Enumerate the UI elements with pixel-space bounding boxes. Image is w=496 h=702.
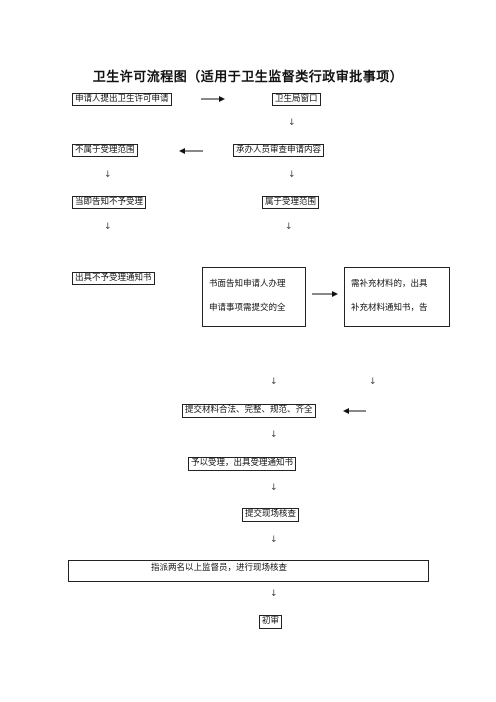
- page-title: 卫生许可流程图（适用于卫生监督类行政审批事项）: [92, 70, 404, 85]
- arrow-down-icon: ↓: [270, 483, 278, 493]
- arrow-down-icon: ↓: [369, 377, 377, 387]
- node-onsite-submit: 提交现场核查: [242, 508, 300, 522]
- node-inform: 书面告知申请人办理 申请事项需提交的全: [202, 267, 306, 327]
- node-applicant: 申请人提出卫生许可申请: [72, 93, 172, 106]
- node-inform-line2: 申请事项需提交的全: [209, 303, 286, 313]
- node-assign: 指派两名以上监督员，进行现场核查: [68, 560, 429, 582]
- node-initial-review: 初审: [259, 615, 283, 629]
- node-supplement: 需补充材料的，出具 补充材料通知书，告: [344, 267, 450, 327]
- node-notify-reject: 当即告知不予受理: [72, 196, 147, 209]
- node-assign-label: 指派两名以上监督员，进行现场核查: [151, 563, 288, 573]
- node-in-scope: 属于受理范围: [262, 196, 320, 209]
- arrow-down-icon: ↓: [288, 170, 296, 180]
- node-supplement-line2: 补充材料通知书，告: [351, 303, 428, 313]
- node-not-in-scope: 不属于受理范围: [72, 144, 138, 157]
- arrow-down-icon: ↓: [270, 535, 278, 545]
- arrow-down-icon: ↓: [270, 377, 278, 387]
- node-review: 承办人员审查申请内容: [233, 144, 325, 157]
- node-materials-ok: 提交材料合法、完整、规范、齐全: [182, 404, 316, 418]
- arrow-down-icon: ↓: [270, 430, 278, 440]
- node-inform-line1: 书面告知申请人办理: [209, 279, 286, 289]
- arrow-down-icon: ↓: [288, 118, 296, 128]
- arrow-down-icon: ↓: [285, 222, 293, 232]
- arrow-down-icon: ↓: [104, 222, 112, 232]
- node-window: 卫生局窗口: [272, 93, 321, 106]
- node-reject-notice: 出具不予受理通知书: [72, 272, 155, 285]
- node-accept-notice: 予以受理，出具受理通知书: [188, 457, 297, 471]
- arrow-down-icon: ↓: [104, 170, 112, 180]
- node-supplement-line1: 需补充材料的，出具: [351, 279, 428, 289]
- arrow-down-icon: ↓: [270, 589, 278, 599]
